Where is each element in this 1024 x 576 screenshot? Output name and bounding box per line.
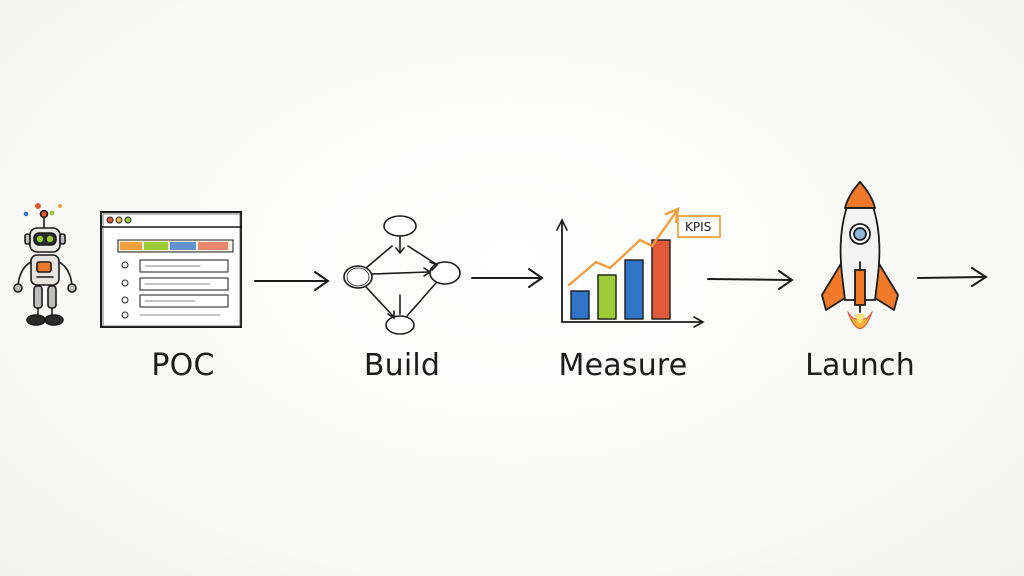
right-arrow-icon [707,270,794,290]
stage-label-poc: POC [151,348,215,383]
flow-diagram-icon [343,215,461,335]
stage-label-measure: Measure [558,348,688,383]
kpi-badge-label: KPIS [685,220,711,234]
bar-4 [651,239,671,320]
bar-1 [570,290,590,320]
right-arrow-icon [917,267,988,287]
kpi-badge: KPIS [677,215,721,238]
right-arrow-icon [471,268,544,288]
bar-chart-icon: KPIS [556,207,721,328]
bar-2 [597,274,617,320]
bar-3 [624,259,644,320]
trend-line [567,210,678,287]
rocket-icon [821,181,899,330]
robot-icon [13,203,77,326]
browser-window-icon [100,211,242,328]
right-arrow-icon [254,271,330,291]
stage-label-build: Build [363,348,441,383]
stage-label-launch: Launch [805,348,915,383]
